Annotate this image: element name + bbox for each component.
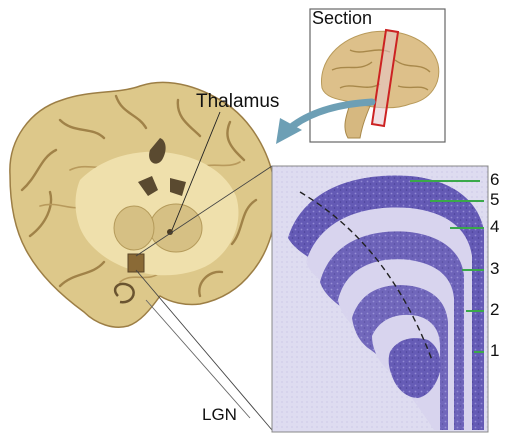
section-label: Section xyxy=(312,8,373,28)
layer-5-label: 5 xyxy=(490,190,500,209)
layer-1-label: 1 xyxy=(490,341,500,360)
lgn-label: LGN xyxy=(202,405,237,424)
layer-3-label: 3 xyxy=(490,259,500,278)
layer-2-label: 2 xyxy=(490,300,500,319)
thalamus-pointer xyxy=(171,111,221,231)
layer-pointer-lines xyxy=(410,180,484,353)
lgn-micrograph xyxy=(271,165,489,433)
thalamus-label: Thalamus xyxy=(196,91,280,112)
section-inset xyxy=(309,8,446,143)
coronal-brain-slice xyxy=(9,81,277,328)
zoom-lines xyxy=(135,165,273,431)
layer-4-label: 4 xyxy=(490,217,500,236)
section-arrow xyxy=(276,98,376,144)
layer-6-label: 6 xyxy=(490,170,500,189)
